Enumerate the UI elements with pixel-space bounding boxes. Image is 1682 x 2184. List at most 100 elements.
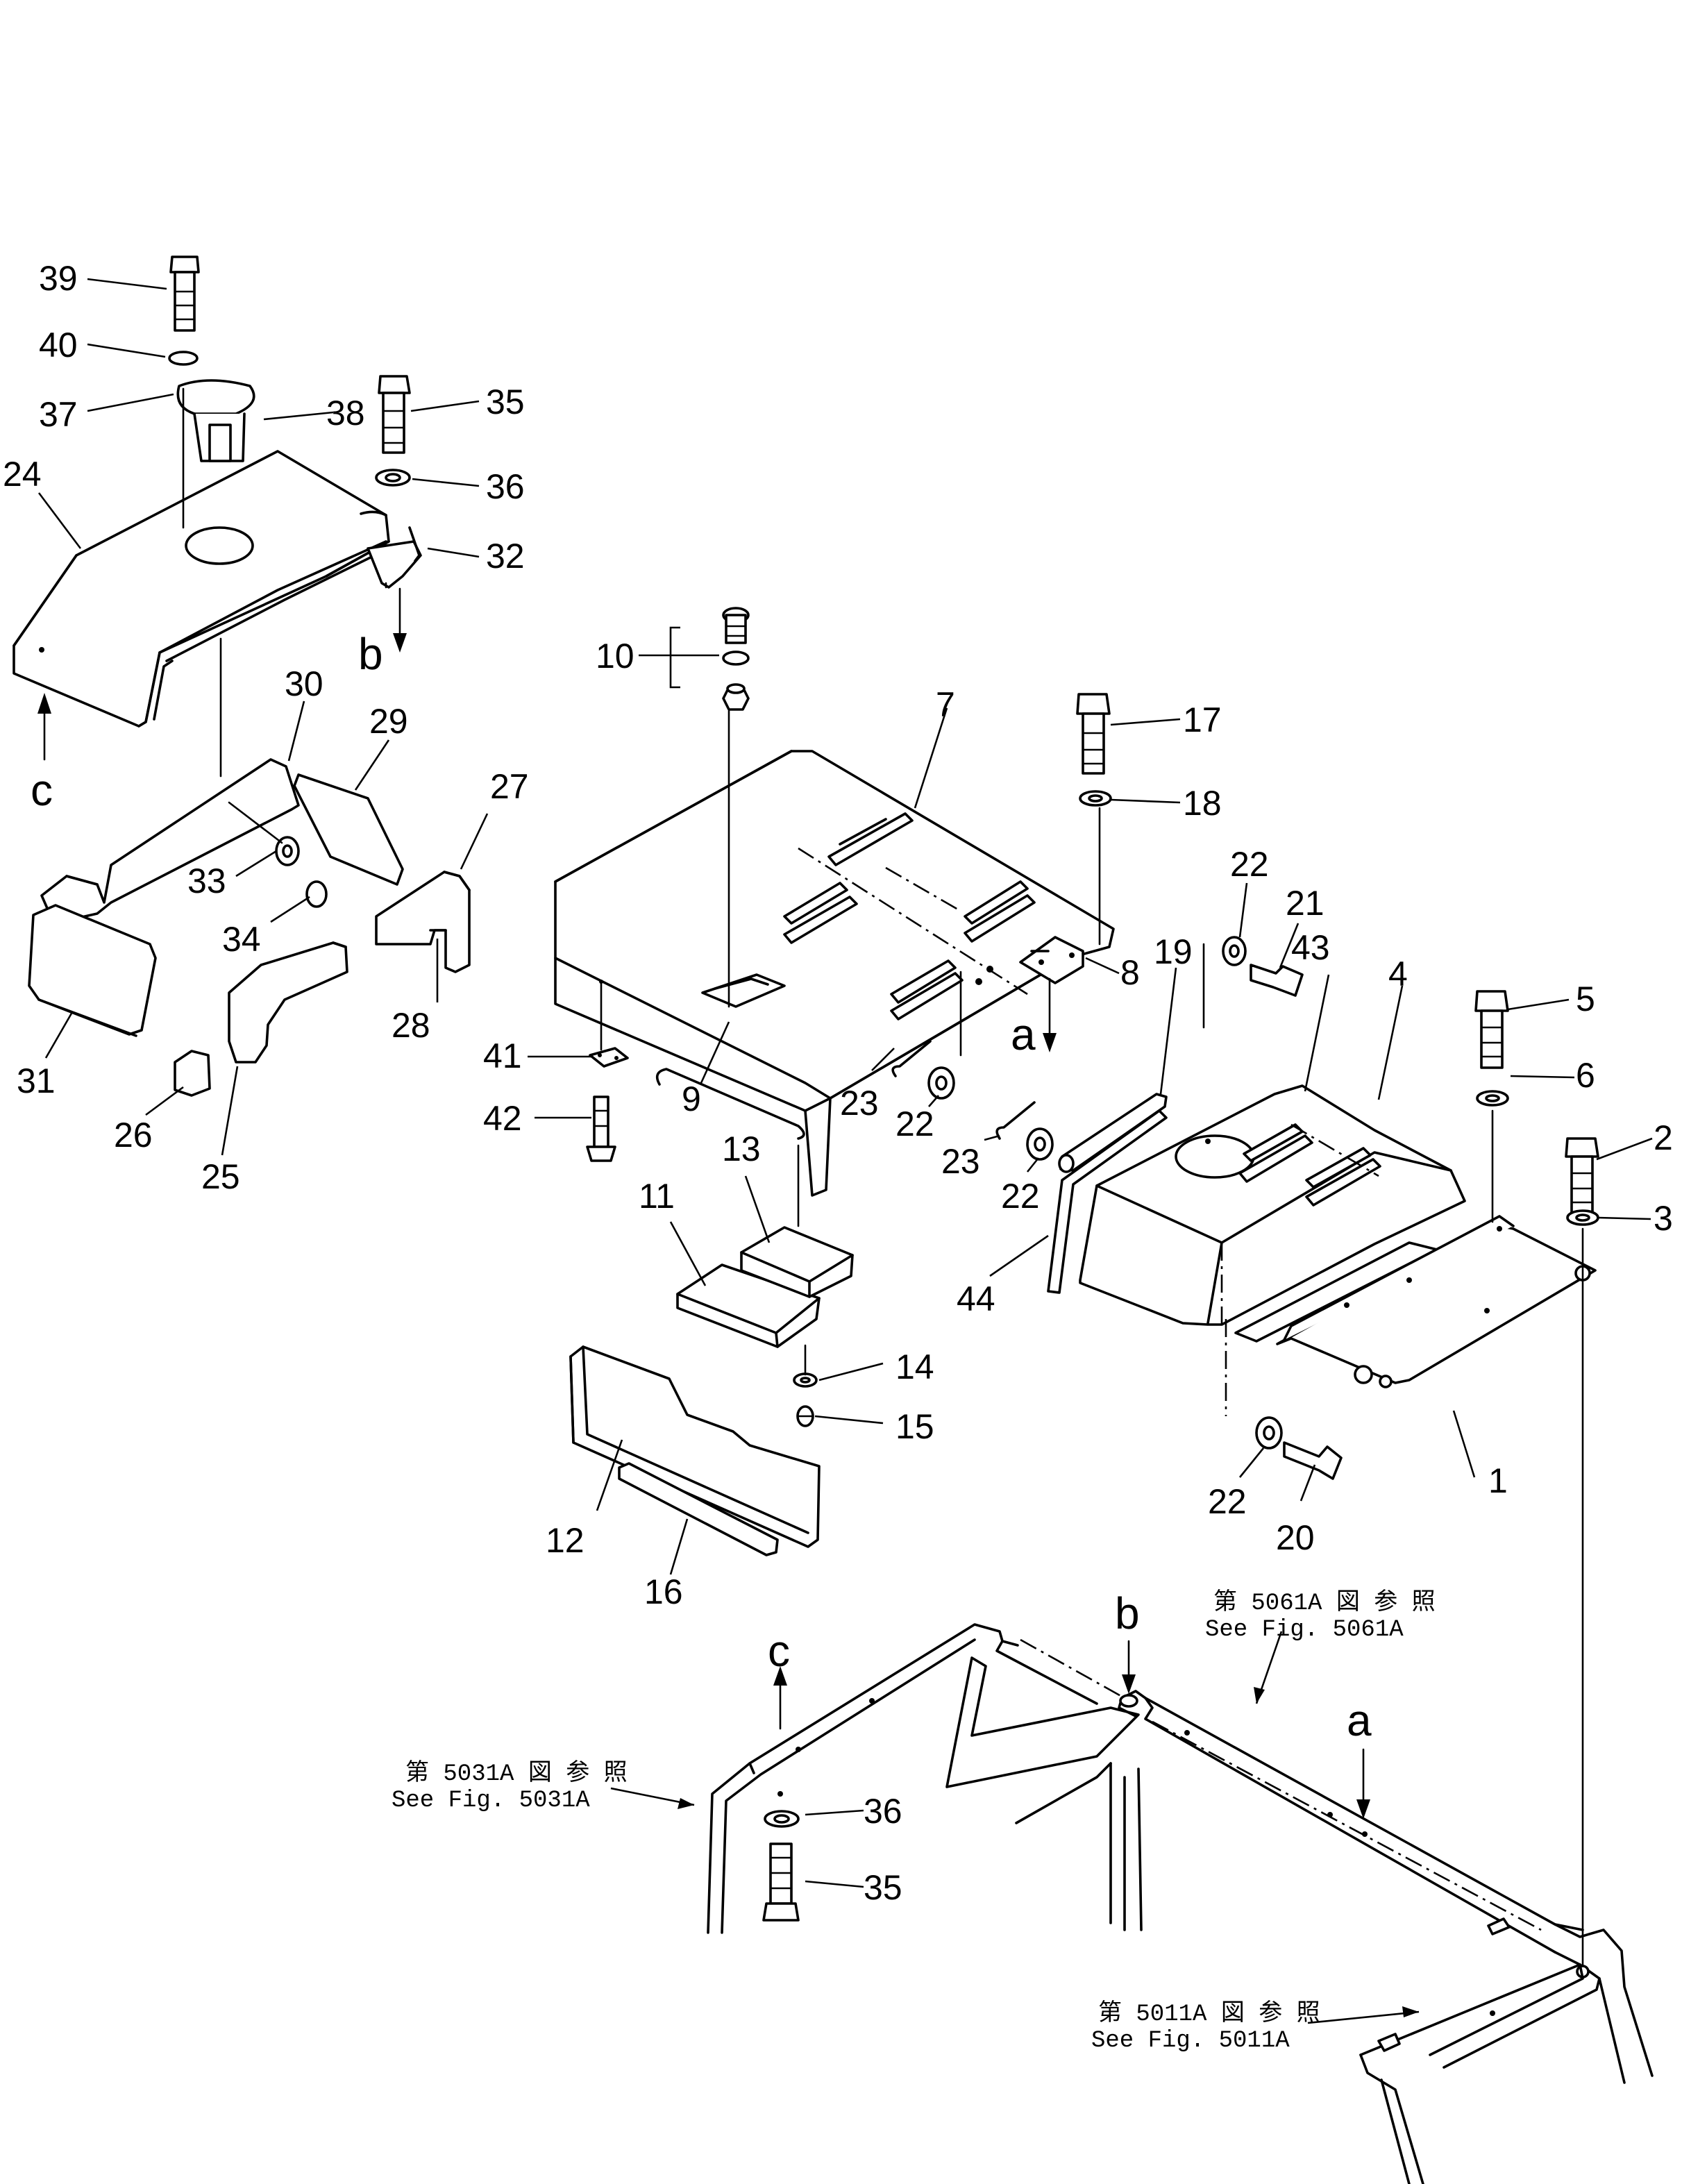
note-5061a-en: See Fig. 5061A	[1205, 1617, 1404, 1643]
ref-a-top: a	[1011, 1009, 1036, 1059]
leader-lines	[37, 278, 1653, 2024]
callout-26: 26	[114, 1116, 153, 1154]
callout-numbers: 1 2 3 4 5 6 7 8 9 10 11 12 13 14 15 16 1…	[3, 259, 1673, 1907]
callout-36b: 36	[864, 1792, 902, 1831]
callout-22c: 22	[1001, 1177, 1040, 1216]
pin-21-part	[1250, 964, 1304, 997]
note-5031a-jp: 第 5031A 図 参 照	[405, 1759, 628, 1788]
callout-40: 40	[39, 326, 78, 364]
callout-13: 13	[722, 1129, 761, 1168]
bolt-35-bottom-part	[762, 1842, 800, 1922]
callout-36a: 36	[486, 467, 525, 506]
callout-2: 2	[1654, 1118, 1673, 1157]
washer-40-part	[168, 351, 199, 366]
bolt-35-top-part	[378, 375, 411, 454]
frame-assembly	[707, 1623, 1654, 2184]
callout-22b: 22	[895, 1104, 934, 1143]
callout-44: 44	[957, 1279, 995, 1318]
callout-4: 4	[1388, 955, 1408, 993]
ref-a-bottom: a	[1347, 1695, 1372, 1745]
pad-30-part	[40, 758, 300, 922]
callout-19: 19	[1154, 932, 1193, 971]
callout-24: 24	[3, 455, 42, 494]
pad-26-part	[174, 1050, 211, 1097]
bolt-5-part	[1474, 990, 1509, 1069]
callout-17: 17	[1183, 700, 1222, 739]
callout-15: 15	[895, 1407, 934, 1446]
note-5031a-en: See Fig. 5031A	[392, 1788, 590, 1814]
callout-30: 30	[285, 664, 323, 703]
callout-32: 32	[486, 537, 525, 576]
strip-16-part	[618, 1462, 779, 1556]
ref-b-bottom: b	[1115, 1588, 1140, 1638]
callout-23a: 23	[840, 1084, 879, 1123]
cover-24-assembly	[12, 255, 471, 1097]
callout-22d: 22	[1208, 1482, 1247, 1521]
callout-27: 27	[490, 767, 529, 806]
view-references: b c a c b a	[31, 629, 1372, 1745]
callout-11: 11	[639, 1177, 675, 1216]
pad-12-part	[569, 1345, 821, 1548]
callout-6: 6	[1576, 1056, 1595, 1095]
pin-20-part	[1283, 1441, 1343, 1480]
pad-27-part	[375, 871, 471, 973]
bracket-32-part	[367, 540, 422, 589]
pad-25-part	[228, 941, 348, 1064]
callout-28: 28	[392, 1006, 430, 1045]
bolt-17-part	[1076, 693, 1111, 775]
cover-7-assembly	[554, 607, 1205, 1556]
cover-24-part	[12, 450, 390, 728]
callout-1: 1	[1488, 1461, 1508, 1500]
callout-37: 37	[39, 395, 78, 434]
bolt-group-10-part	[722, 607, 750, 711]
callout-9: 9	[682, 1080, 701, 1118]
ref-b-top: b	[358, 629, 383, 679]
callout-21: 21	[1286, 884, 1324, 923]
callout-35b: 35	[864, 1868, 902, 1907]
callout-43: 43	[1291, 928, 1330, 967]
ref-c-top: c	[31, 765, 53, 815]
plate-1-part	[1276, 1215, 1597, 1388]
bolt-2-part	[1565, 1137, 1599, 1215]
callout-22a: 22	[1230, 845, 1269, 884]
callout-14: 14	[895, 1347, 934, 1386]
callout-18: 18	[1183, 784, 1222, 823]
bolt-39-part	[169, 255, 200, 332]
callout-20: 20	[1276, 1518, 1315, 1557]
figure-notes: 第 5061A 図 参 照 See Fig. 5061A 第 5031A 図 参…	[392, 1588, 1436, 2054]
plug-34-part	[305, 880, 328, 908]
callout-10: 10	[596, 637, 634, 675]
callout-16: 16	[644, 1572, 683, 1611]
callout-34: 34	[222, 920, 261, 959]
callout-7: 7	[936, 685, 955, 724]
note-5011a-en: See Fig. 5011A	[1091, 2028, 1290, 2054]
cover-4-assembly	[1047, 936, 1599, 1980]
cover-4-part	[1079, 1084, 1466, 1343]
callout-12: 12	[546, 1521, 585, 1560]
callout-3: 3	[1654, 1199, 1673, 1238]
cover-7-part	[554, 750, 1115, 1197]
plate-41-part	[589, 1047, 629, 1068]
callout-38: 38	[326, 394, 365, 432]
callout-8: 8	[1120, 953, 1140, 992]
note-5011a-jp: 第 5011A 図 参 照	[1098, 1999, 1320, 2028]
pad-13-part	[740, 1226, 854, 1298]
callout-35a: 35	[486, 383, 525, 421]
pad-31-part	[28, 904, 157, 1036]
pad-29-part	[293, 773, 404, 886]
callout-23b: 23	[941, 1142, 980, 1181]
callout-25: 25	[201, 1157, 240, 1196]
pin-23a-part	[891, 1040, 932, 1077]
callout-39: 39	[39, 259, 78, 298]
callout-31: 31	[17, 1061, 56, 1100]
cap-37-part	[176, 379, 255, 462]
callout-33: 33	[187, 862, 226, 900]
callout-5: 5	[1576, 980, 1595, 1018]
rod-44-part	[1047, 1109, 1168, 1294]
callout-41: 41	[483, 1036, 522, 1075]
screw-42-part	[586, 1095, 616, 1162]
ref-c-bottom: c	[768, 1626, 790, 1676]
callout-42: 42	[483, 1099, 522, 1138]
pin-23b-part	[995, 1101, 1036, 1140]
